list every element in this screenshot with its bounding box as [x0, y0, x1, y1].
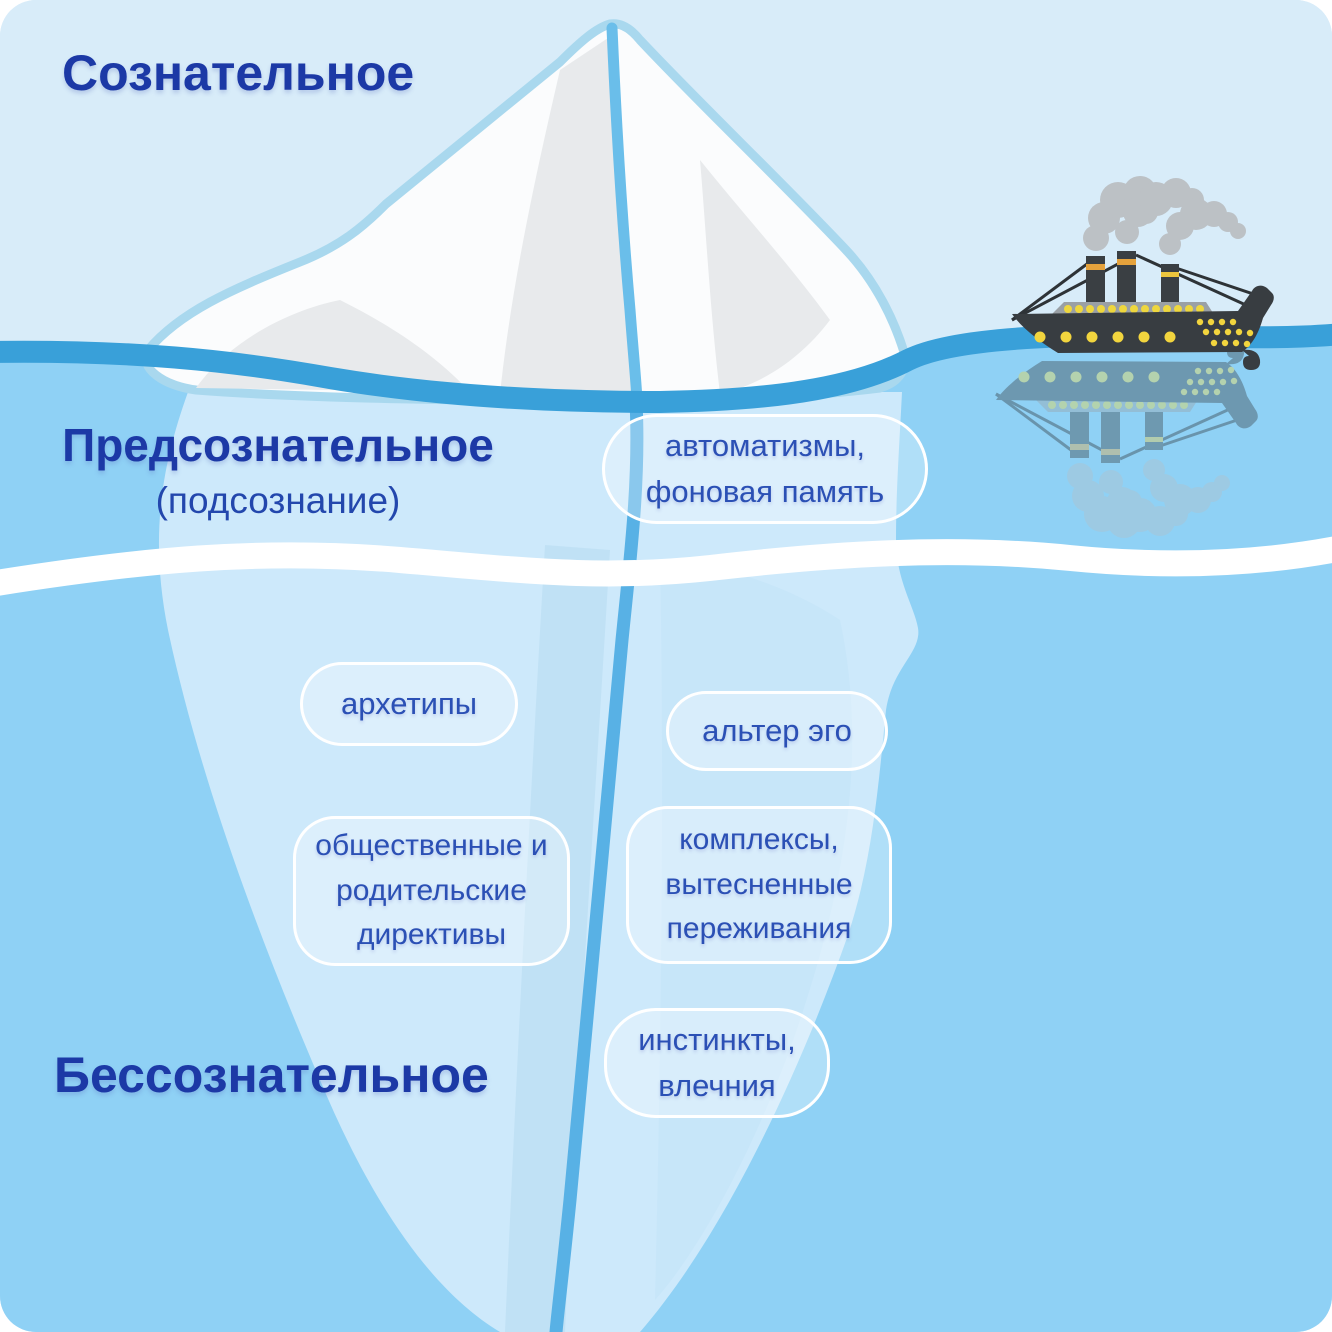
- bubble-line: альтер эго: [702, 713, 852, 749]
- bubble-line: родительские: [336, 873, 527, 907]
- zone-label-conscious: Сознательное: [62, 45, 415, 101]
- bubble-line: комплексы,: [679, 823, 839, 857]
- zone-sublabel-preconscious: (подсознание): [155, 480, 401, 521]
- bubble-line: директивы: [356, 918, 507, 952]
- iceberg-above-water: [141, 19, 910, 406]
- bubble-automatisms: автоматизмы, фоновая память: [602, 414, 928, 524]
- divider-wave: [0, 536, 1332, 596]
- iceberg-crack-above: [606, 22, 643, 406]
- zone-label-preconscious: Предсознательное: [62, 419, 494, 471]
- iceberg-facet-right: [700, 160, 830, 394]
- bubble-line: инстинкты,: [638, 1022, 796, 1058]
- bubble-directives: общественные и родительские директивы: [293, 816, 570, 966]
- zone-label-preconscious-block: Предсознательное (подсознание): [28, 418, 528, 522]
- bubble-line: переживания: [666, 912, 852, 946]
- zone-label-unconscious: Бессознательное: [54, 1047, 489, 1103]
- bubble-line: фоновая память: [645, 474, 885, 509]
- bubble-line: автоматизмы,: [665, 428, 865, 464]
- bubble-complexes: комплексы, вытесненные переживания: [626, 806, 892, 964]
- iceberg-facet-central: [500, 38, 636, 396]
- bubble-line: архетипы: [340, 686, 478, 722]
- bubble-line: вытесненные: [665, 867, 853, 901]
- bubble-instincts: инстинкты, влечния: [604, 1008, 830, 1118]
- bubble-archetypes: архетипы: [300, 662, 518, 746]
- bubble-alter-ego: альтер эго: [666, 691, 888, 771]
- bubble-line: общественные и: [315, 829, 548, 863]
- iceberg-crack-underwater: [549, 395, 644, 1332]
- bubble-line: влечния: [658, 1068, 776, 1103]
